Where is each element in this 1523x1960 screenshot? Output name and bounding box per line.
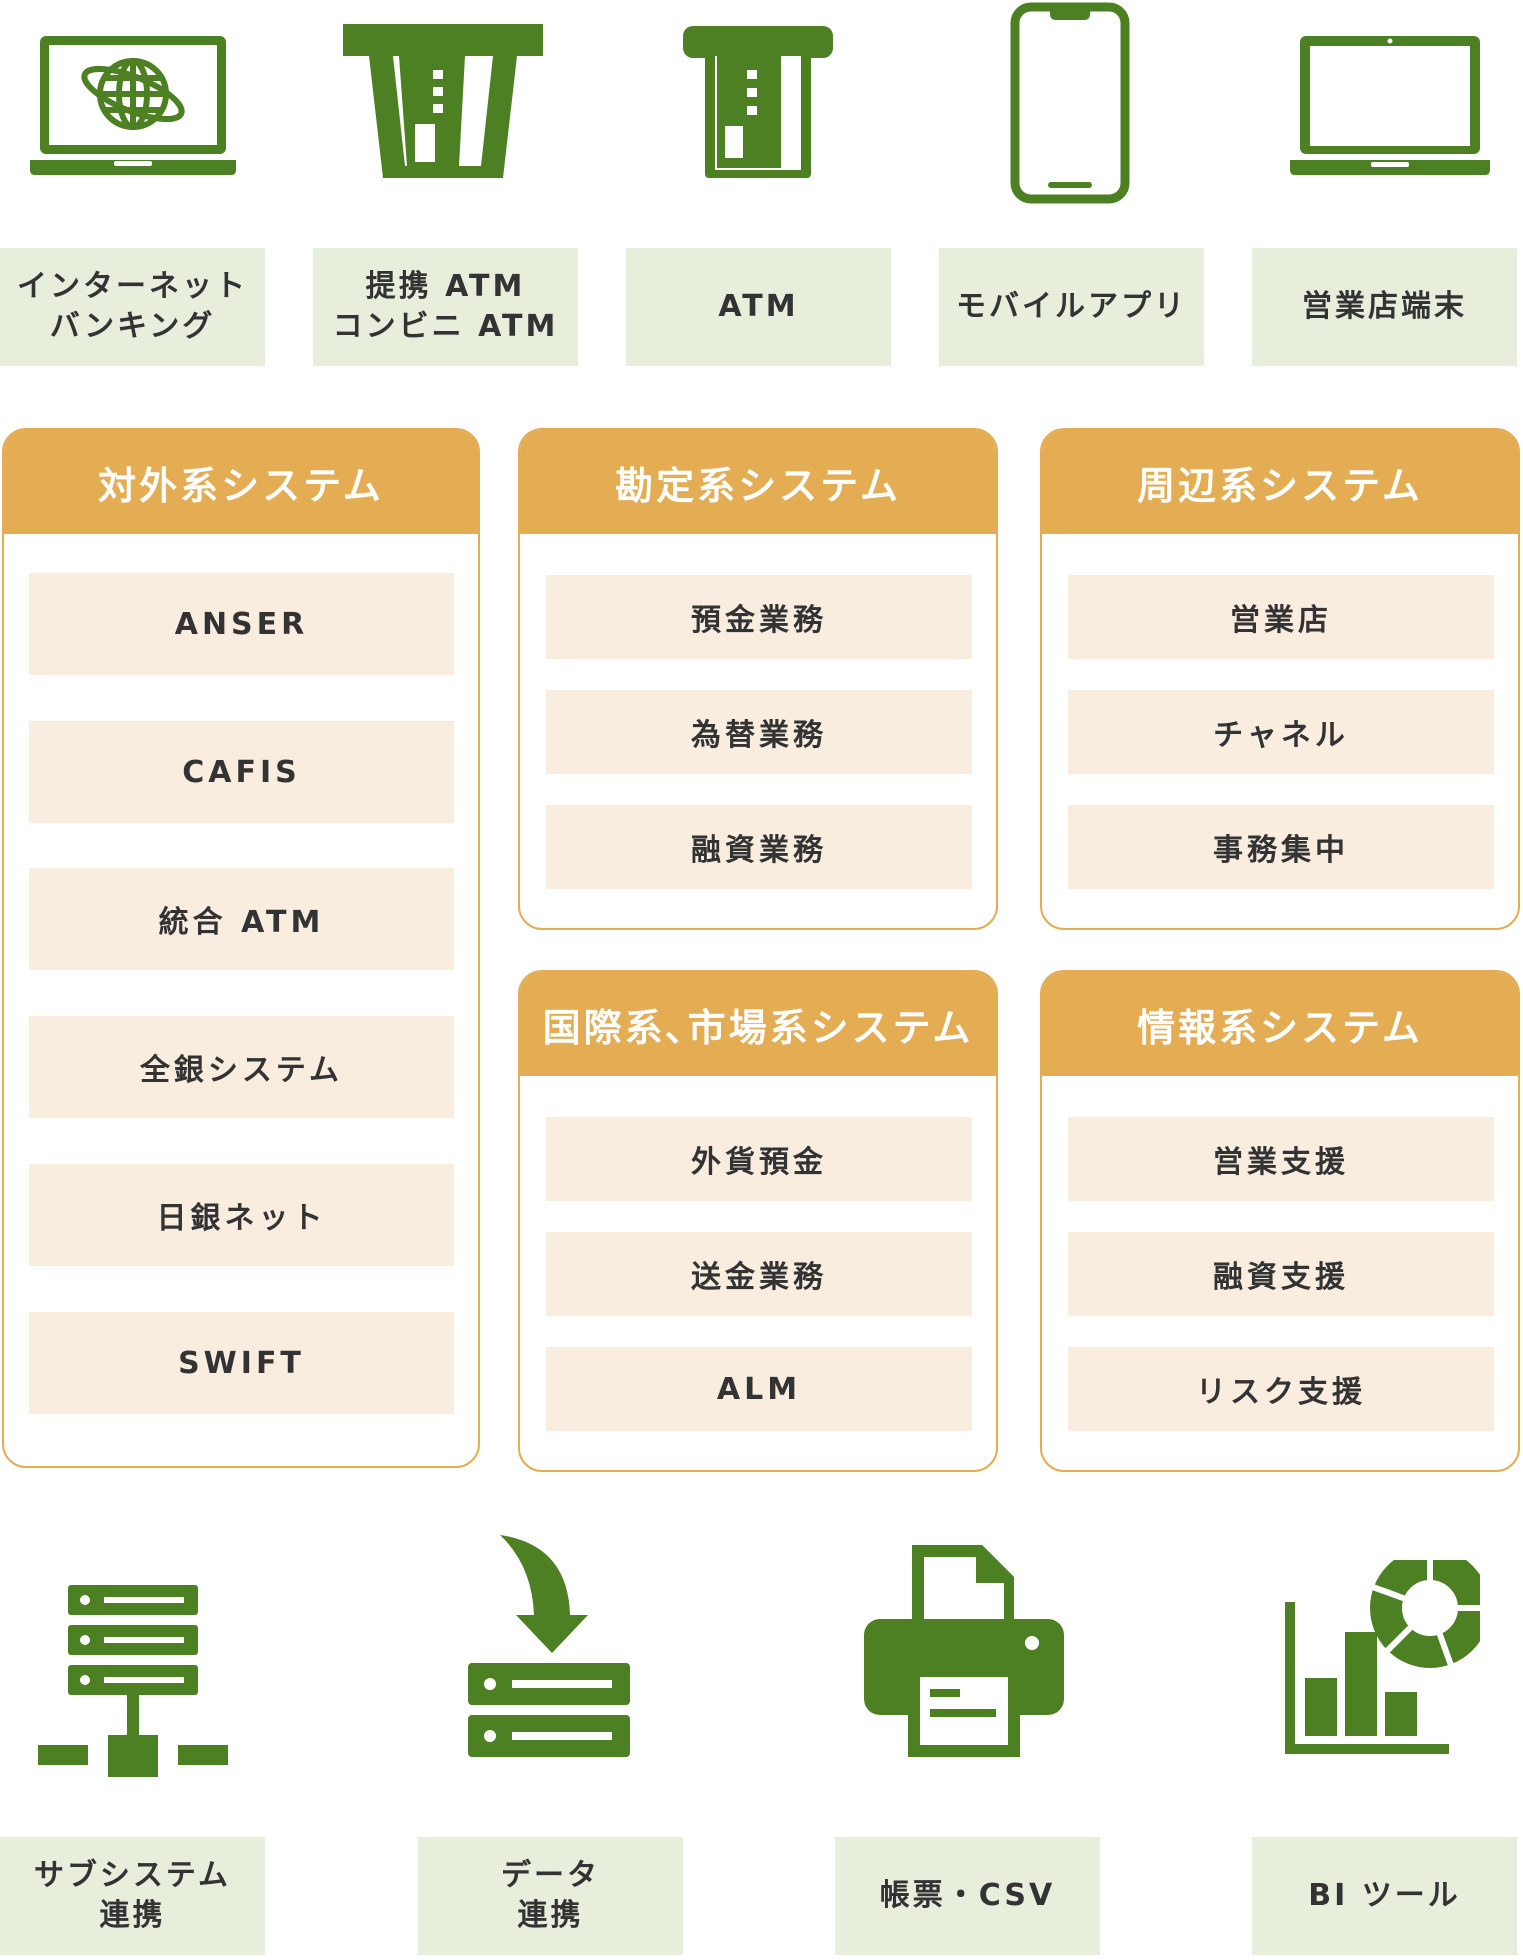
output-label-reports-csv: 帳票・CSV bbox=[835, 1837, 1100, 1955]
panel-item: 営業支援 bbox=[1068, 1117, 1494, 1201]
panel-item: 外貨預金 bbox=[546, 1117, 972, 1201]
panel-item: 日銀ネット bbox=[29, 1164, 454, 1266]
channel-label-atm: ATM bbox=[626, 248, 891, 366]
panel-item: チャネル bbox=[1068, 690, 1494, 774]
panel-item: 全銀システム bbox=[29, 1016, 454, 1118]
panel-item: 統合 ATM bbox=[29, 868, 454, 970]
panel-item: リスク支援 bbox=[1068, 1347, 1494, 1431]
panel-core-banking: 勘定系システム 預金業務 為替業務 融資業務 bbox=[518, 428, 998, 930]
panel-title: 周辺系システム bbox=[1042, 430, 1518, 534]
output-label-data: データ 連携 bbox=[418, 1837, 683, 1955]
panel-item: ALM bbox=[546, 1347, 972, 1431]
panel-item: 融資支援 bbox=[1068, 1232, 1494, 1316]
panel-title: 国際系､市場系システム bbox=[520, 972, 996, 1076]
panel-external-systems: 対外系システム ANSER CAFIS 統合 ATM 全銀システム 日銀ネット … bbox=[2, 428, 480, 1468]
channel-label-partner-atm: 提携 ATM コンビニ ATM bbox=[313, 248, 578, 366]
output-label-subsystem: サブシステム 連携 bbox=[0, 1837, 265, 1955]
printer-icon bbox=[864, 1545, 1064, 1757]
channel-label-internet-banking: インターネット バンキング bbox=[0, 248, 265, 366]
atm-card-icon bbox=[683, 26, 833, 178]
panel-title: 情報系システム bbox=[1042, 972, 1518, 1076]
smartphone-icon bbox=[1010, 2, 1130, 204]
bar-pie-chart-icon bbox=[1285, 1560, 1480, 1754]
laptop-globe-icon bbox=[30, 30, 236, 175]
panel-item: 為替業務 bbox=[546, 690, 972, 774]
channel-label-mobile-app: モバイルアプリ bbox=[939, 248, 1204, 366]
panel-item: ANSER bbox=[29, 573, 454, 675]
panel-peripheral-systems: 周辺系システム 営業店 チャネル 事務集中 bbox=[1040, 428, 1520, 930]
download-server-icon bbox=[468, 1535, 630, 1757]
panel-item: 預金業務 bbox=[546, 575, 972, 659]
panel-item: CAFIS bbox=[29, 721, 454, 823]
panel-item: 営業店 bbox=[1068, 575, 1494, 659]
panel-item: 事務集中 bbox=[1068, 805, 1494, 889]
panel-title: 対外系システム bbox=[4, 430, 478, 534]
output-label-bi-tool: BI ツール bbox=[1252, 1837, 1517, 1955]
panel-item: 送金業務 bbox=[546, 1232, 972, 1316]
laptop-icon bbox=[1290, 32, 1490, 175]
channel-label-branch-terminal: 営業店端末 bbox=[1252, 248, 1517, 366]
panel-item: SWIFT bbox=[29, 1312, 454, 1414]
panel-title: 勘定系システム bbox=[520, 430, 996, 534]
panel-international-market-systems: 国際系､市場系システム 外貨預金 送金業務 ALM bbox=[518, 970, 998, 1472]
panel-information-systems: 情報系システム 営業支援 融資支援 リスク支援 bbox=[1040, 970, 1520, 1472]
panel-item: 融資業務 bbox=[546, 805, 972, 889]
atm-card-wide-icon bbox=[343, 24, 543, 178]
server-network-icon bbox=[38, 1585, 228, 1777]
